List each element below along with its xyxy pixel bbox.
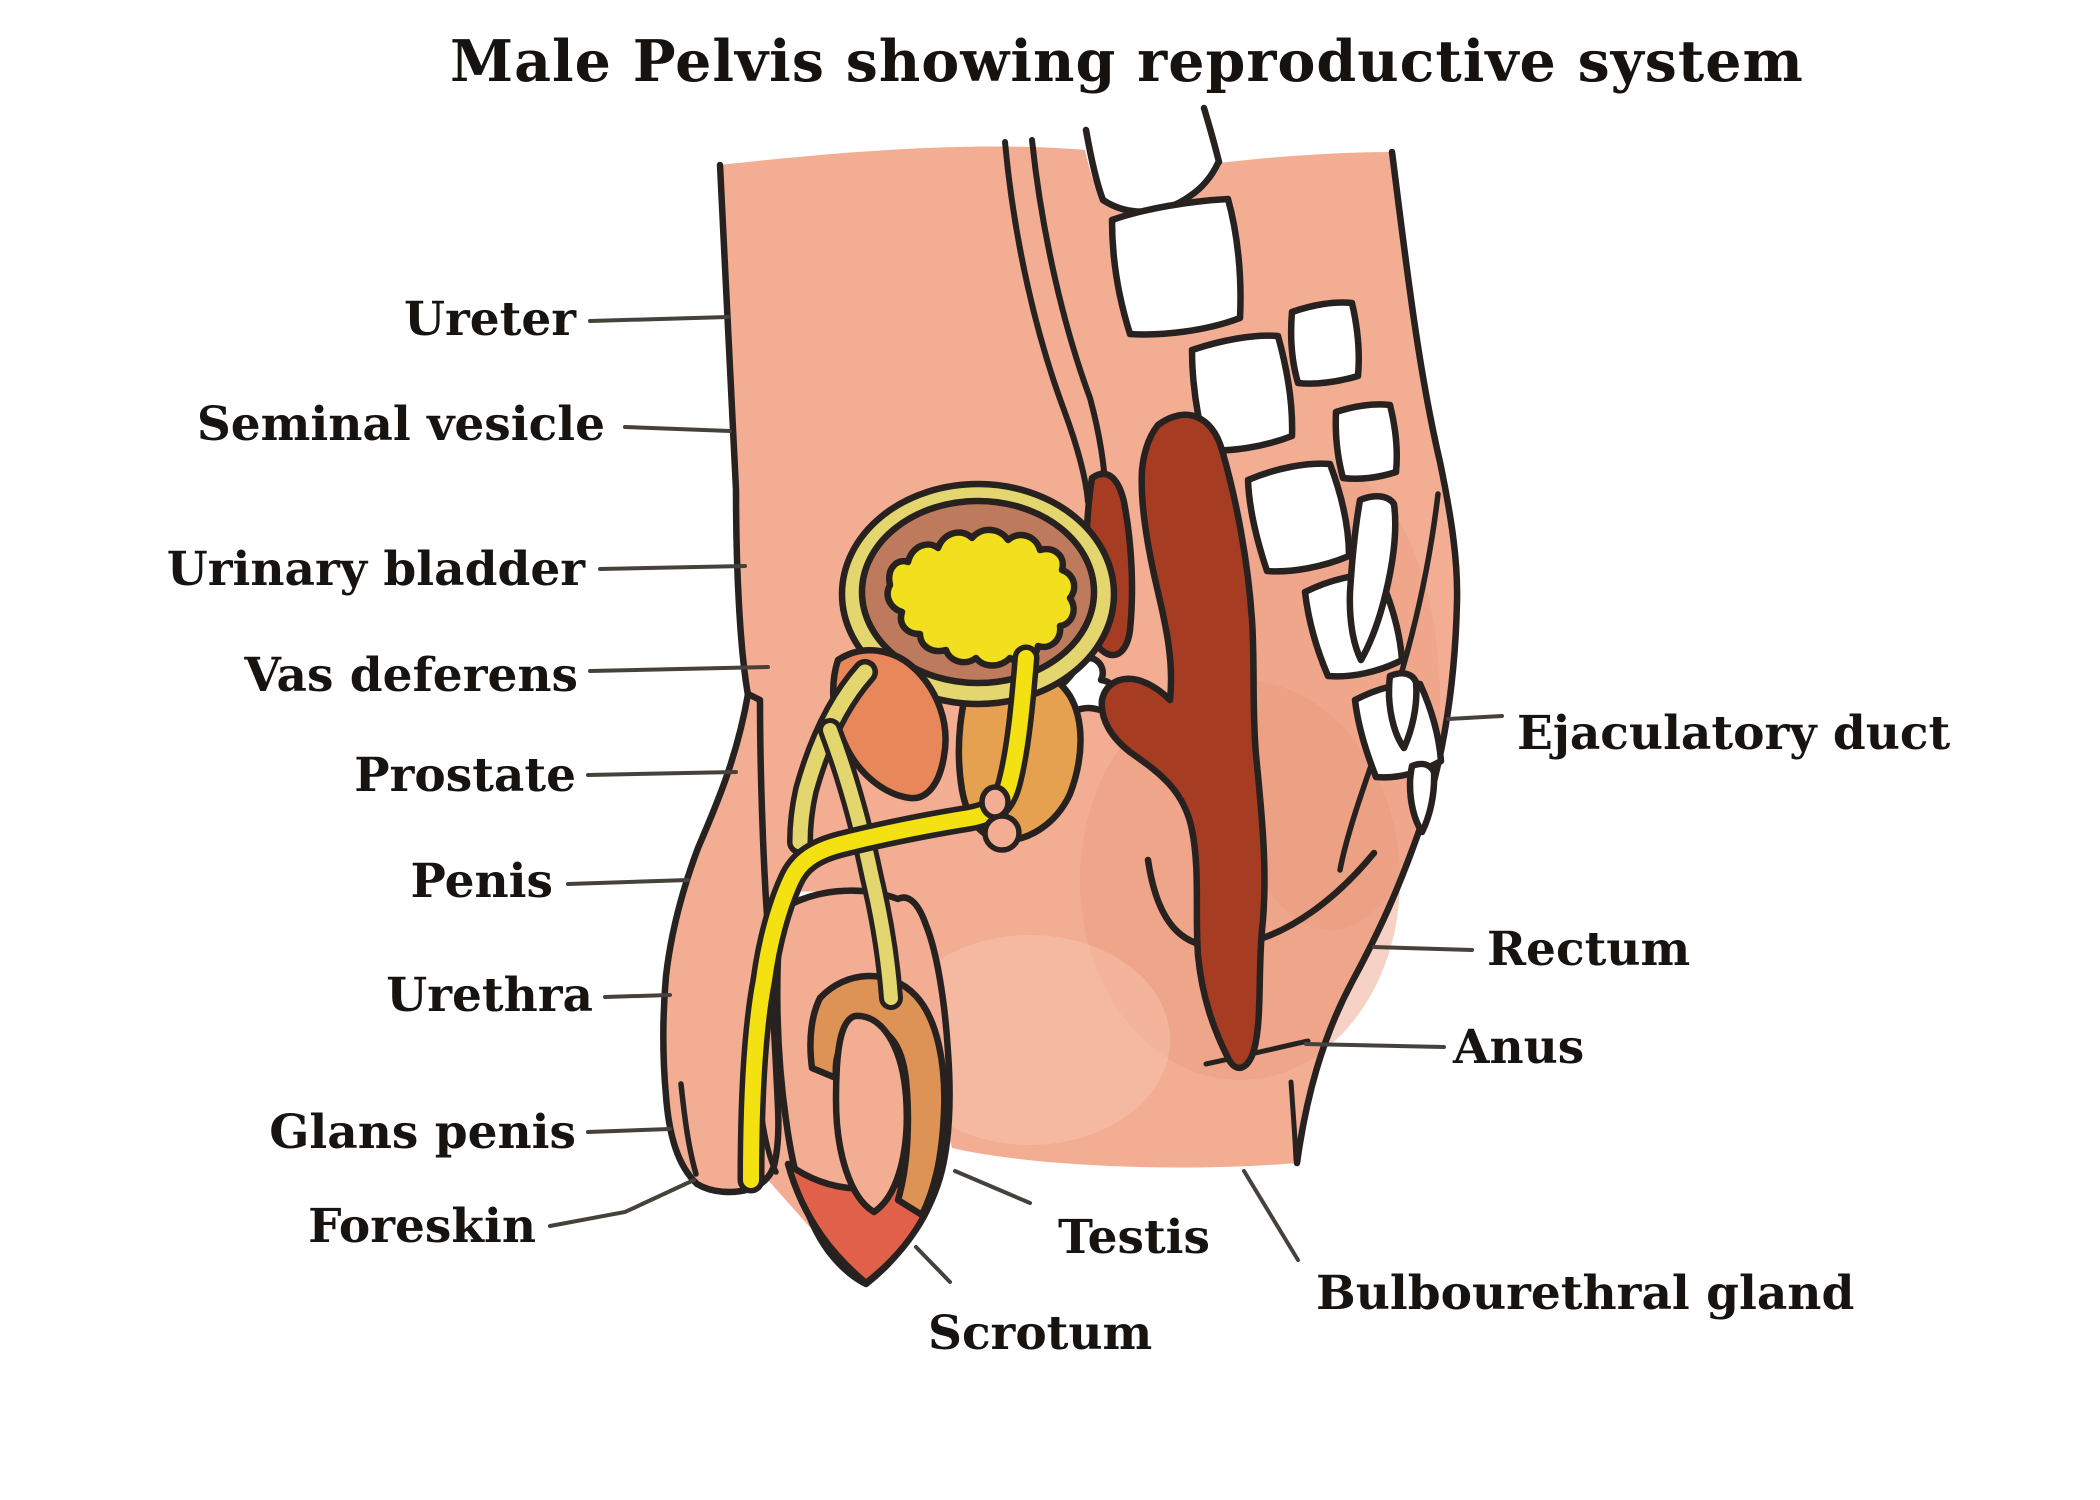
bulbourethral-gland-shape xyxy=(979,784,1011,820)
label-prostate: Prostate xyxy=(354,748,576,803)
leader-penis xyxy=(566,878,690,886)
label-scrotum: Scrotum xyxy=(928,1306,1153,1361)
coccyx-bone xyxy=(1406,760,1438,836)
leader-urinary-bladder xyxy=(598,564,747,571)
leader-glans-penis xyxy=(586,1127,672,1134)
groin-highlight xyxy=(890,935,1170,1145)
leader-testis xyxy=(953,1169,1032,1205)
foreskin-fold-line xyxy=(678,1081,699,1177)
leader-vas-deferens xyxy=(588,665,770,673)
ureter-tube-line-a xyxy=(1002,139,1091,505)
leader-anus xyxy=(1304,1042,1446,1049)
vas-deferens-tube xyxy=(823,723,898,1005)
diagram-title: Male Pelvis showing reproductive system xyxy=(450,28,1804,95)
bulbourethral-gland-shape xyxy=(982,813,1022,853)
rectum-shape xyxy=(1098,411,1268,1072)
art-group xyxy=(660,104,1461,1288)
label-anus: Anus xyxy=(1453,1020,1585,1075)
iliac-crest-line xyxy=(1099,159,1222,215)
label-ejaculatory-duct: Ejaculatory duct xyxy=(1517,706,1951,761)
leader-seminal-vesicle xyxy=(623,425,732,433)
vas-trunk-tube xyxy=(792,664,873,850)
bladder-interior xyxy=(884,526,1078,669)
torso-front-outline xyxy=(716,161,752,699)
label-penis: Penis xyxy=(410,854,553,909)
label-testis: Testis xyxy=(1058,1210,1210,1265)
spinous-bone xyxy=(1332,401,1400,482)
label-rectum: Rectum xyxy=(1487,922,1691,977)
coccyx-bone xyxy=(1385,670,1420,752)
vertebra-bone xyxy=(1244,460,1353,575)
leader-scrotum xyxy=(914,1245,952,1284)
testis-shape xyxy=(832,1012,910,1216)
thigh-back-line xyxy=(1288,1079,1299,1163)
leader-foreskin xyxy=(548,1178,696,1228)
label-urethra: Urethra xyxy=(386,968,593,1023)
label-seminal-vesicle: Seminal vesicle xyxy=(196,397,605,452)
leader-ejaculatory-duct xyxy=(1446,714,1504,721)
label-glans-penis: Glans penis xyxy=(269,1105,576,1160)
ureter-tube-line-b xyxy=(1029,137,1109,501)
back-outline xyxy=(1293,148,1461,1167)
label-vas-deferens: Vas deferens xyxy=(244,648,578,703)
leader-ureter xyxy=(588,315,730,323)
spinous-bone xyxy=(1287,299,1362,387)
leader-urethra xyxy=(603,993,672,999)
urethra-tube xyxy=(743,650,1034,1188)
leader-prostate xyxy=(586,770,738,777)
spine-gap-right-line xyxy=(1200,104,1223,166)
label-foreskin: Foreskin xyxy=(308,1199,536,1254)
label-ureter: Ureter xyxy=(403,292,576,347)
spine-gap-left-line xyxy=(1082,126,1107,204)
leader-lines xyxy=(548,315,1504,1284)
anal-crease-line xyxy=(1203,1038,1311,1067)
label-bulbourethral-gland: Bulbourethral gland xyxy=(1316,1266,1855,1321)
vertebra-bone xyxy=(1108,195,1244,338)
leader-bulbourethral-gland xyxy=(1242,1169,1300,1262)
sacrum-wedge-bone xyxy=(1346,493,1399,664)
leader-rectum xyxy=(1372,945,1474,952)
label-urinary-bladder: Urinary bladder xyxy=(166,542,585,597)
